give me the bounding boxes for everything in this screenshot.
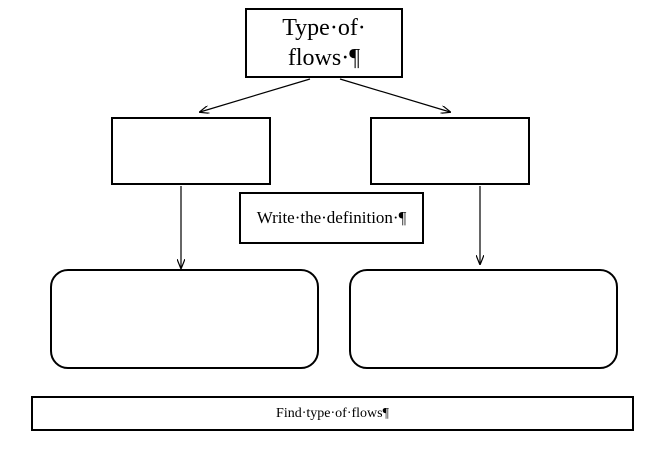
title-line-2: flows·¶ <box>287 45 361 71</box>
definition-prompt-box: Write·the·definition·¶ <box>239 192 424 244</box>
left-definition-box[interactable] <box>50 269 319 369</box>
right-definition-box[interactable] <box>349 269 618 369</box>
title-line-1: Type·of· <box>282 15 366 41</box>
find-label: Find·type·of·flows¶ <box>276 405 389 421</box>
arrow-title-to-left <box>200 78 311 112</box>
find-flows-box: Find·type·of·flows¶ <box>31 396 634 431</box>
arrow-title-to-right <box>339 78 450 112</box>
right-flow-type-box[interactable] <box>370 117 530 185</box>
definition-label: Write·the·definition·¶ <box>256 208 407 227</box>
left-flow-type-box[interactable] <box>111 117 271 185</box>
title-box: Type·of· flows·¶ <box>245 8 403 78</box>
